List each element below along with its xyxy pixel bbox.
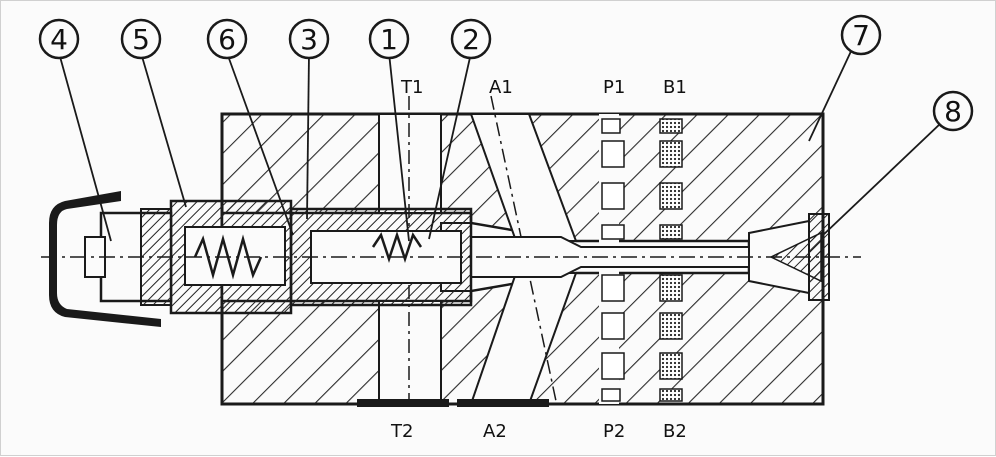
callout-label: 7 xyxy=(852,19,870,52)
callout-6: 6 xyxy=(206,18,248,60)
callout-3: 3 xyxy=(288,18,330,60)
callout-4: 4 xyxy=(38,18,80,60)
callout-label: 6 xyxy=(218,23,236,56)
callout-5: 5 xyxy=(120,18,162,60)
callout-label: 4 xyxy=(50,23,68,56)
port-label-a2: A2 xyxy=(483,421,507,442)
callout-8: 8 xyxy=(932,90,974,132)
port-label-p1: P1 xyxy=(603,77,625,98)
leader-lines xyxy=(58,46,942,242)
callout-label: 8 xyxy=(944,95,962,128)
callout-label: 1 xyxy=(380,23,398,56)
port-label-a1: A1 xyxy=(489,77,513,98)
port-label-t1: T1 xyxy=(400,77,423,98)
port-label-b2: B2 xyxy=(663,421,687,442)
port-label-p2: P2 xyxy=(603,421,625,442)
callout-2: 2 xyxy=(450,18,492,60)
callout-label: 2 xyxy=(462,23,480,56)
callout-label: 3 xyxy=(300,23,318,56)
callout-1: 1 xyxy=(368,18,410,60)
port-label-b1: B1 xyxy=(663,77,687,98)
port-label-t2: T2 xyxy=(390,421,413,442)
callout-7: 7 xyxy=(840,14,882,56)
bottom-flanges xyxy=(357,399,549,407)
callout-label: 5 xyxy=(132,23,150,56)
